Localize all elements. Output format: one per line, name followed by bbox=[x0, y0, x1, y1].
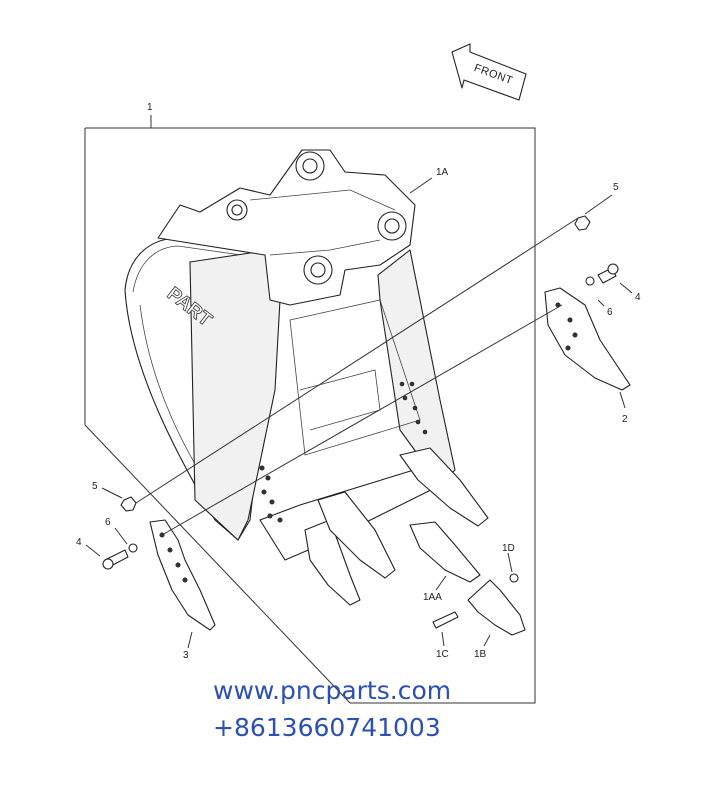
callout-5-right: 5 bbox=[613, 182, 619, 193]
callout-1D: 1D bbox=[502, 543, 515, 554]
callout-6-left: 6 bbox=[105, 517, 111, 528]
watermark-phone: +8613660741003 bbox=[213, 713, 441, 742]
fastener-nut-right bbox=[574, 215, 591, 231]
fastener-nut-left bbox=[120, 496, 137, 512]
callout-labels: 1 1A 5 4 6 2 5 6 4 3 1D 1AA 1B 1C bbox=[76, 102, 641, 661]
callout-5-left: 5 bbox=[92, 481, 98, 492]
callout-1B: 1B bbox=[474, 649, 487, 660]
callout-1A: 1A bbox=[436, 167, 449, 178]
callout-4-right: 4 bbox=[635, 292, 641, 303]
callout-1C: 1C bbox=[436, 649, 449, 660]
side-cutter-left bbox=[149, 519, 216, 631]
fastener-washer-left bbox=[128, 543, 138, 553]
callout-4-left: 4 bbox=[76, 537, 82, 548]
assembly-frame bbox=[84, 115, 536, 704]
watermark-url: www.pncparts.com bbox=[213, 676, 452, 705]
bucket-teeth bbox=[304, 447, 489, 606]
callout-1AA: 1AA bbox=[423, 592, 442, 603]
front-arrow-icon: FRONT bbox=[451, 43, 527, 101]
bucket-body bbox=[124, 149, 456, 561]
callout-6-right: 6 bbox=[607, 307, 613, 318]
fastener-bolt-right bbox=[597, 263, 619, 284]
side-cutter-right bbox=[544, 287, 631, 391]
fastener-bolt-left bbox=[102, 549, 129, 570]
callout-1: 1 bbox=[147, 102, 153, 113]
callout-2: 2 bbox=[622, 414, 628, 425]
fastener-washer-right bbox=[585, 276, 595, 286]
leader-lines bbox=[85, 177, 633, 649]
callout-3: 3 bbox=[183, 650, 189, 661]
tooth-assembly-loose bbox=[432, 573, 526, 636]
